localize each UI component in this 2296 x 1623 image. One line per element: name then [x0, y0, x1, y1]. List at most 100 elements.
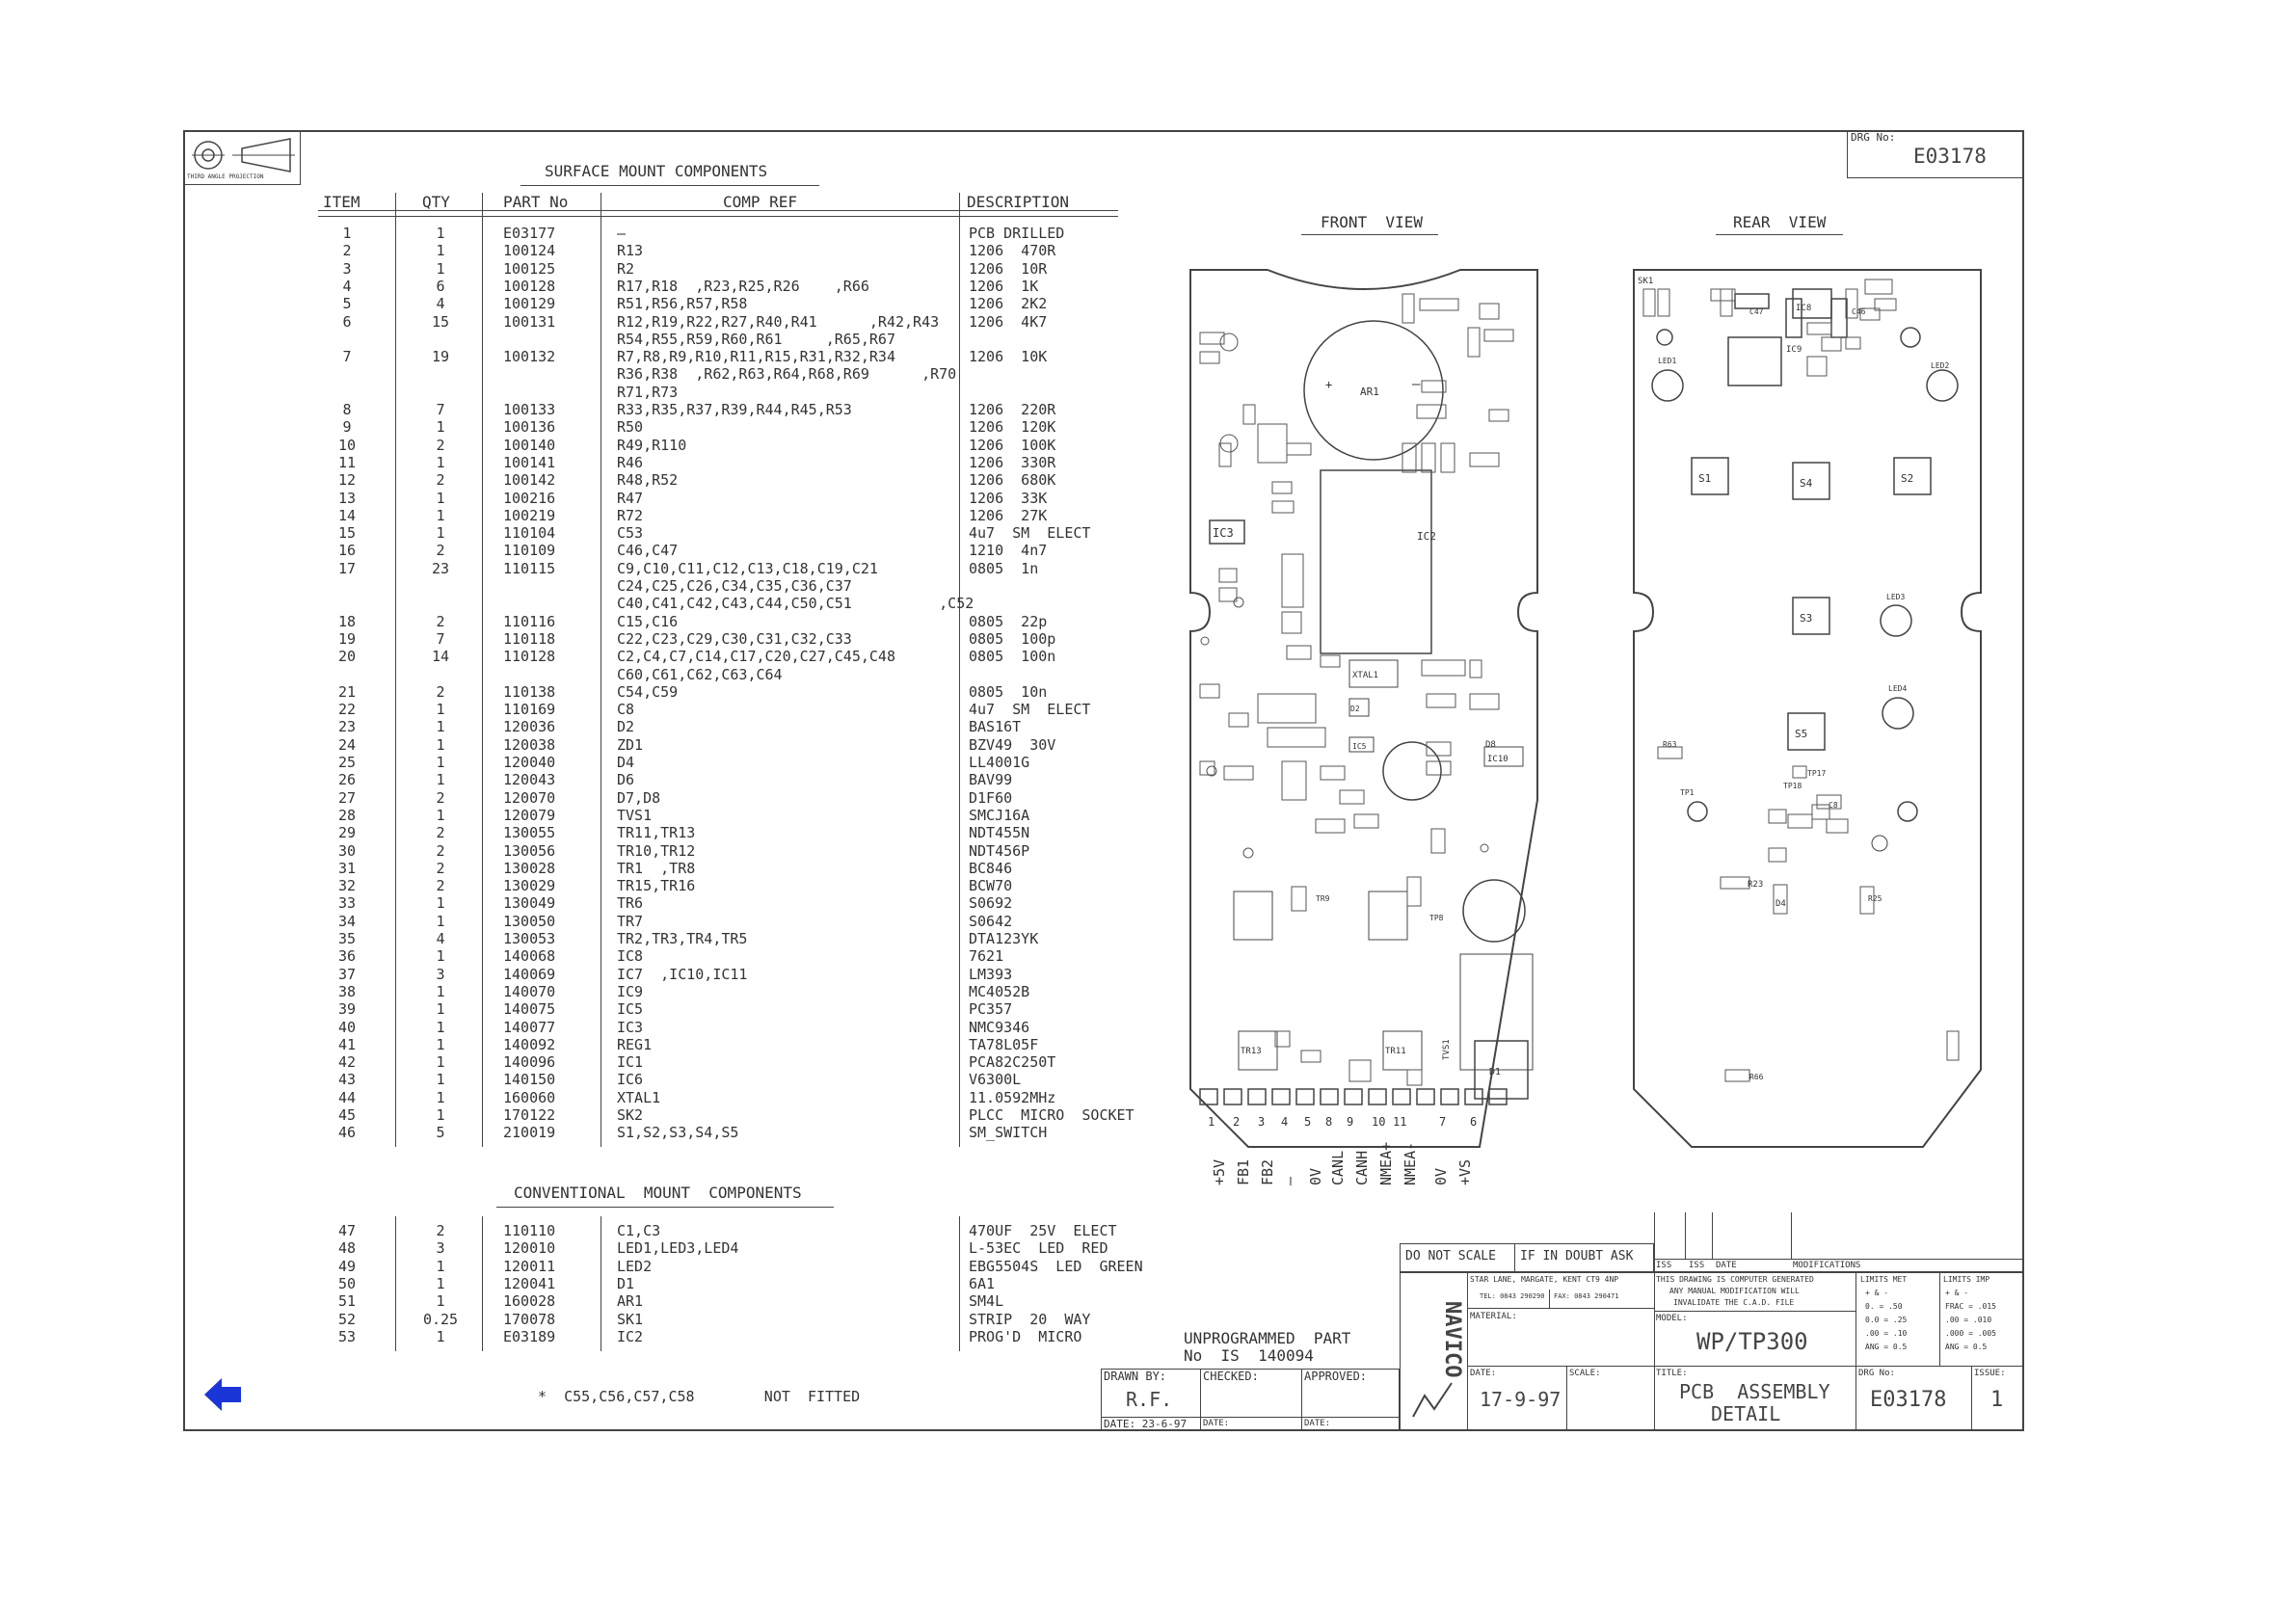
component-ref: R36,R38 ,R62,R63,R64,R68,R69 ,R70	[617, 365, 957, 384]
rear-view-drawing: S1 S4 S2 S3 S5 LED1 LED2 LED3 LED4 IC8 I…	[1633, 269, 1982, 1148]
description: 0805 1n	[969, 559, 1039, 577]
component-ref: TR1 ,TR8	[617, 859, 696, 877]
tolerance-line: 0.0 = .25	[1865, 1316, 1908, 1324]
drawn-date: DATE: 23-6-97	[1104, 1418, 1188, 1430]
description: 470UF 25V ELECT	[969, 1222, 1117, 1239]
part-number: 110110	[503, 1222, 556, 1239]
part-number: 160060	[503, 1088, 556, 1106]
part-number: 140069	[503, 965, 556, 983]
item-number: 52	[337, 1310, 357, 1328]
tp17-label: TP17	[1807, 769, 1826, 778]
manual-modification: ANY MANUAL MODIFICATION WILL	[1669, 1287, 1800, 1295]
led3-label: LED3	[1886, 593, 1905, 601]
quantity: 1	[436, 1257, 445, 1275]
item-number: 5	[342, 295, 352, 313]
title-line2: DETAIL	[1711, 1402, 1781, 1425]
item-number: 37	[337, 965, 357, 983]
quantity: 1	[436, 453, 445, 471]
xtal1-label: XTAL1	[1352, 671, 1378, 680]
description: 4u7 SM ELECT	[969, 701, 1091, 719]
issue-value: 1	[1990, 1388, 2004, 1412]
pin-number: 3	[1258, 1115, 1265, 1129]
quantity: 1	[436, 1035, 445, 1053]
pin-number: 11	[1393, 1115, 1406, 1129]
description: PCB DRILLED	[969, 225, 1065, 242]
iss-label: ISS	[1656, 1261, 1672, 1270]
checked-date-label: DATE:	[1203, 1419, 1230, 1428]
item-number: 38	[337, 982, 357, 1000]
back-arrow-button[interactable]	[204, 1378, 243, 1411]
ic10-label: IC10	[1487, 755, 1508, 764]
quantity: 2	[436, 859, 445, 877]
item-number: 23	[337, 718, 357, 736]
component-ref: IC9	[617, 982, 644, 1000]
part-number: E03177	[503, 225, 556, 242]
component-ref: S1,S2,S3,S4,S5	[617, 1124, 739, 1142]
part-number: 140068	[503, 947, 556, 966]
item-number: 7	[342, 348, 352, 366]
d1-label: D1	[1489, 1067, 1501, 1078]
pin-number: 4	[1281, 1115, 1288, 1129]
component-ref: XTAL1	[617, 1088, 661, 1106]
part-number: 120043	[503, 771, 556, 789]
description: PROG'D MICRO	[969, 1327, 1082, 1345]
item-number: 19	[337, 629, 357, 648]
description: 1206 10R	[969, 259, 1048, 278]
item-number: 1	[342, 225, 352, 242]
component-ref: LED2	[617, 1257, 653, 1275]
quantity: 1	[436, 1053, 445, 1072]
description: NMC9346	[969, 1018, 1030, 1036]
date-field-label: DATE:	[1470, 1369, 1497, 1378]
do-not-scale: DO NOT SCALE	[1405, 1249, 1496, 1264]
item-number: 13	[337, 489, 357, 507]
unprogrammed-line2: No IS 140094	[1184, 1346, 1314, 1365]
part-number: 120041	[503, 1274, 556, 1292]
description: 0805 100p	[969, 629, 1056, 648]
issue-label: ISSUE:	[1974, 1369, 2006, 1378]
projection-label: THIRD ANGLE PROJECTION	[187, 173, 264, 180]
svg-text:NAVICO: NAVICO	[1440, 1301, 1463, 1377]
ic8-label: IC8	[1796, 304, 1811, 313]
tr13-label: TR13	[1241, 1047, 1262, 1056]
approved-date-label: DATE:	[1304, 1419, 1331, 1428]
description: BC846	[969, 859, 1013, 877]
s3-label: S3	[1800, 612, 1812, 625]
tp1-label: TP1	[1680, 788, 1695, 797]
item-number: 44	[337, 1088, 357, 1106]
quantity: 1	[436, 1000, 445, 1019]
tolerance-line: .000 = .005	[1945, 1329, 1996, 1338]
description: PC357	[969, 1000, 1013, 1019]
description: 1210 4n7	[969, 542, 1048, 560]
description: PLCC MICRO SOCKET	[969, 1106, 1135, 1124]
title-label: TITLE:	[1656, 1369, 1688, 1378]
pin-number: 2	[1233, 1115, 1240, 1129]
description: 1206 10K	[969, 348, 1048, 366]
item-number: 14	[337, 506, 357, 524]
drg-number: E03178	[1870, 1388, 1947, 1412]
part-number: 100142	[503, 471, 556, 490]
component-ref: R46	[617, 453, 644, 471]
description: 1206 330R	[969, 453, 1056, 471]
led1-label: LED1	[1658, 357, 1676, 365]
description: STRIP 20 WAY	[969, 1310, 1091, 1328]
quantity: 1	[436, 701, 445, 719]
quantity: 1	[436, 947, 445, 966]
part-number: 100129	[503, 295, 556, 313]
component-ref: C60,C61,C62,C63,C64	[617, 665, 783, 683]
component-ref: IC5	[617, 1000, 644, 1019]
part-number: 120040	[503, 754, 556, 771]
c46-label: C46	[1852, 307, 1866, 316]
part-number: 140096	[503, 1053, 556, 1072]
description: S0692	[969, 894, 1013, 913]
connector-label: NMEA+	[1377, 1142, 1395, 1185]
model-value: WP/TP300	[1696, 1328, 1808, 1355]
component-ref: TVS1	[617, 806, 653, 824]
title-line1: PCB ASSEMBLY	[1679, 1380, 1830, 1403]
description: BCW70	[969, 877, 1013, 895]
part-number: 130056	[503, 841, 556, 860]
item-number: 50	[337, 1274, 357, 1292]
component-ref: C53	[617, 524, 644, 543]
description: BZV49 30V	[969, 735, 1056, 754]
part-number: 100219	[503, 506, 556, 524]
component-ref: IC1	[617, 1053, 644, 1072]
